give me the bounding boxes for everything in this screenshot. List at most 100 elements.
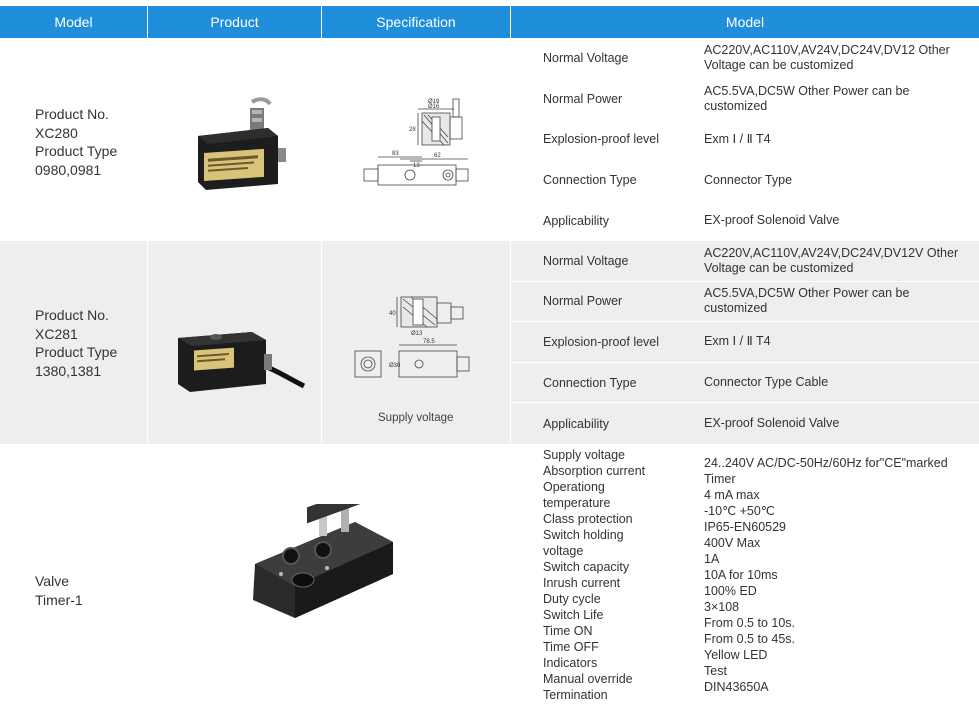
spec-value: Exm Ⅰ / Ⅱ T4	[704, 131, 771, 146]
model-cell: Product No. XC281 Product Type 1380,1381	[35, 306, 117, 380]
spec-label: Applicability	[543, 213, 610, 228]
spec-label: Absorption current	[543, 464, 646, 478]
dim-label: Ø13	[411, 331, 423, 337]
spec-label: Normal Power	[543, 294, 623, 309]
spec-value: DIN43650A	[704, 680, 769, 694]
spec-value: AC5.5VA,DC5W Other Power can be customiz…	[704, 83, 910, 113]
dim-label: Ø16	[428, 104, 440, 110]
spec-value: From 0.5 to 45s.	[704, 632, 796, 646]
spec-value: 400V Max	[704, 536, 761, 550]
spec-label: Class protection	[543, 512, 633, 526]
spec-label: Supply voltage	[543, 448, 626, 462]
spec-drawing-xc281: 40 Ø13 78.5 Ø30	[345, 291, 485, 391]
header-model-2: Model	[511, 6, 979, 38]
spec-row: Explosion-proof level Exm Ⅰ / Ⅱ T4	[511, 119, 979, 160]
header-model: Model	[0, 6, 148, 38]
spec-value: Connector Type Cable	[704, 375, 829, 390]
timer-spec-labels: Supply voltage Absorption current Operat…	[543, 447, 645, 703]
spec-value: AC220V,AC110V,AV24V,DC24V,DV12V Other Vo…	[704, 245, 959, 275]
drawing-caption: Supply voltage	[378, 412, 454, 424]
spec-value: 100% ED	[704, 584, 757, 598]
spec-value: From 0.5 to 10s.	[704, 616, 796, 630]
dim-label: 78.5	[423, 339, 435, 345]
spec-value: Test	[704, 664, 727, 678]
spec-label: Time OFF	[543, 640, 599, 654]
dim-label: Ø30	[389, 363, 401, 369]
dim-label: 62	[434, 153, 441, 159]
table-header: Model Product Specification Model	[0, 6, 979, 38]
spec-row: Normal Voltage AC220V,AC110V,AV24V,DC24V…	[511, 38, 979, 79]
spec-label: Normal Voltage	[543, 253, 629, 268]
product-photo-xc280	[190, 96, 290, 196]
spec-list: Normal Voltage AC220V,AC110V,AV24V,DC24V…	[511, 38, 979, 241]
spec-row: Normal Voltage AC220V,AC110V,AV24V,DC24V…	[511, 241, 979, 282]
spec-list: Normal Voltage AC220V,AC110V,AV24V,DC24V…	[511, 241, 979, 444]
spec-label: voltage	[543, 544, 584, 558]
spec-drawing-xc280: Ø19 Ø16 28 83 62 13	[350, 93, 490, 198]
dim-label: 83	[392, 151, 399, 157]
product-photo-xc281	[172, 326, 306, 406]
column-divider	[510, 241, 511, 444]
model-line: 1380,1381	[35, 362, 102, 379]
dim-label: Ø19	[428, 99, 440, 105]
model-line: XC281	[35, 325, 78, 342]
spec-label: Manual override	[543, 672, 633, 686]
spec-value: Connector Type	[704, 172, 793, 187]
model-line: Product No.	[35, 106, 109, 122]
spec-value: 24..240V AC/DC-50Hz/60Hz for"CE"marked	[704, 456, 948, 470]
model-line: Valve	[35, 573, 69, 589]
dim-label: 40	[389, 311, 396, 317]
spec-value: AC220V,AC110V,AV24V,DC24V,DV12 Other Vol…	[704, 43, 950, 73]
spec-label: Applicability	[543, 416, 610, 431]
spec-value: EX-proof Solenoid Valve	[704, 213, 840, 228]
spec-value: 3×108	[704, 600, 740, 614]
spec-row: Applicability EX-proof Solenoid Valve	[511, 200, 979, 241]
model-line: Product Type	[35, 143, 118, 159]
dim-label: 28	[409, 127, 416, 133]
model-cell: Product No. XC280 Product Type 0980,0981	[35, 105, 117, 179]
spec-label: Connection Type	[543, 375, 637, 390]
spec-value: Timer	[704, 472, 736, 486]
spec-value: 1A	[704, 552, 720, 566]
spec-value: 10A for 10ms	[704, 568, 778, 582]
spec-value: EX-proof Solenoid Valve	[704, 416, 840, 431]
spec-row: Normal Power AC5.5VA,DC5W Other Power ca…	[511, 79, 979, 120]
table-row-xc280: Product No. XC280 Product Type 0980,0981	[0, 38, 979, 241]
spec-row: Applicability EX-proof Solenoid Valve	[511, 403, 979, 444]
timer-spec-values: 24..240V AC/DC-50Hz/60Hz for"CE"marked T…	[704, 455, 948, 695]
table-row-valve-timer: Valve Timer-1 Supply voltage Absorption …	[0, 444, 979, 718]
spec-value: IP65-EN60529	[704, 520, 787, 534]
dim-label: 13	[413, 163, 420, 169]
model-line: Timer-1	[35, 591, 83, 608]
model-line: Product No.	[35, 307, 109, 323]
header-specification: Specification	[322, 6, 511, 38]
spec-label: Normal Voltage	[543, 51, 629, 66]
spec-value: 4 mA max	[704, 488, 760, 502]
spec-label: Explosion-proof level	[543, 334, 660, 349]
spec-row: Connection Type Connector Type Cable	[511, 363, 979, 404]
spec-row: Explosion-proof level Exm Ⅰ / Ⅱ T4	[511, 322, 979, 363]
spec-label: Inrush current	[543, 576, 621, 590]
spec-label: Connection Type	[543, 173, 637, 188]
spec-label: Switch Life	[543, 608, 604, 622]
spec-label: temperature	[543, 496, 611, 510]
spec-label: Normal Power	[543, 91, 623, 106]
spec-label: Explosion-proof level	[543, 132, 660, 147]
spec-value: AC5.5VA,DC5W Other Power can be customiz…	[704, 286, 910, 316]
product-photo-valve-timer	[245, 487, 395, 622]
table-row-xc281: Product No. XC281 Product Type 1380,1381	[0, 241, 979, 444]
spec-label: Duty cycle	[543, 592, 601, 606]
model-line: 0980,0981	[35, 161, 102, 178]
model-cell: Valve Timer-1	[35, 572, 83, 609]
column-divider	[147, 241, 148, 444]
spec-row: Connection Type Connector Type	[511, 160, 979, 201]
spec-label: Indicators	[543, 656, 598, 670]
spec-value: Exm Ⅰ / Ⅱ T4	[704, 334, 771, 349]
spec-value: Yellow LED	[704, 648, 768, 662]
spec-label: Operationg	[543, 480, 605, 494]
spec-value: -10℃ +50℃	[704, 504, 775, 518]
spec-label: Switch capacity	[543, 560, 630, 574]
spec-label: Termination	[543, 688, 608, 702]
model-line: Product Type	[35, 344, 118, 360]
